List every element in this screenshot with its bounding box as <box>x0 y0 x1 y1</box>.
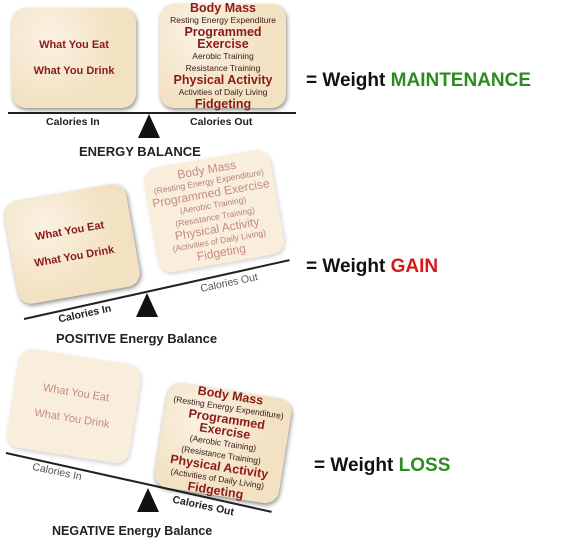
calories-in-item: What You Eat <box>39 39 109 51</box>
calories-out-box: Body Mass (Resting Energy Expenditure) P… <box>152 380 294 506</box>
fulcrum-triangle <box>137 488 159 512</box>
result-prefix: = Weight <box>306 256 391 277</box>
calories-in-box: What You Eat What You Drink <box>4 346 144 466</box>
panel-title: ENERGY BALANCE <box>79 144 201 159</box>
energy-balance-panel: What You Eat What You Drink Body Mass Re… <box>0 0 560 165</box>
calories-out-item: Aerobic Training <box>192 51 254 61</box>
calories-out-item: Body Mass <box>190 1 256 15</box>
calories-out-item: Physical Activity <box>173 73 273 87</box>
weight-result: = Weight LOSS <box>314 455 450 477</box>
calories-in-label: Calories In <box>46 116 100 128</box>
calories-out-item: Resistance Training <box>185 63 261 73</box>
result-word: GAIN <box>390 256 439 277</box>
calories-out-box: Body Mass Resting Energy Expenditure Pro… <box>160 1 286 111</box>
fulcrum-triangle <box>136 293 158 317</box>
calories-out-label: Calories Out <box>190 116 253 128</box>
fulcrum-triangle <box>138 114 160 138</box>
calories-in-box: What You Eat What You Drink <box>1 182 143 306</box>
result-word: LOSS <box>398 455 451 476</box>
weight-result: = Weight MAINTENANCE <box>306 70 531 92</box>
calories-out-item: Resting Energy Expenditure <box>170 15 276 25</box>
result-prefix: = Weight <box>314 455 399 476</box>
balance-beam <box>8 112 296 114</box>
panel-title: NEGATIVE Energy Balance <box>52 524 213 538</box>
calories-in-item: What You Drink <box>33 65 115 77</box>
calories-out-item: Fidgeting <box>194 97 252 111</box>
negative-balance-panel: What You Eat What You Drink Body Mass (R… <box>0 346 560 544</box>
result-prefix: = Weight <box>306 70 391 91</box>
calories-in-box: What You Eat What You Drink <box>12 8 136 108</box>
calories-out-box: Body Mass (Resting Energy Expenditure) P… <box>141 147 287 275</box>
panel-title: POSITIVE Energy Balance <box>56 331 218 346</box>
weight-result: = Weight GAIN <box>306 256 438 278</box>
positive-balance-panel: What You Eat What You Drink Body Mass (R… <box>0 147 560 350</box>
calories-out-item: Activities of Daily Living <box>178 87 268 97</box>
calories-out-item: Programmed Exercise <box>184 25 262 51</box>
calories-out-label: Calories Out <box>199 271 259 295</box>
result-word: MAINTENANCE <box>390 70 532 91</box>
